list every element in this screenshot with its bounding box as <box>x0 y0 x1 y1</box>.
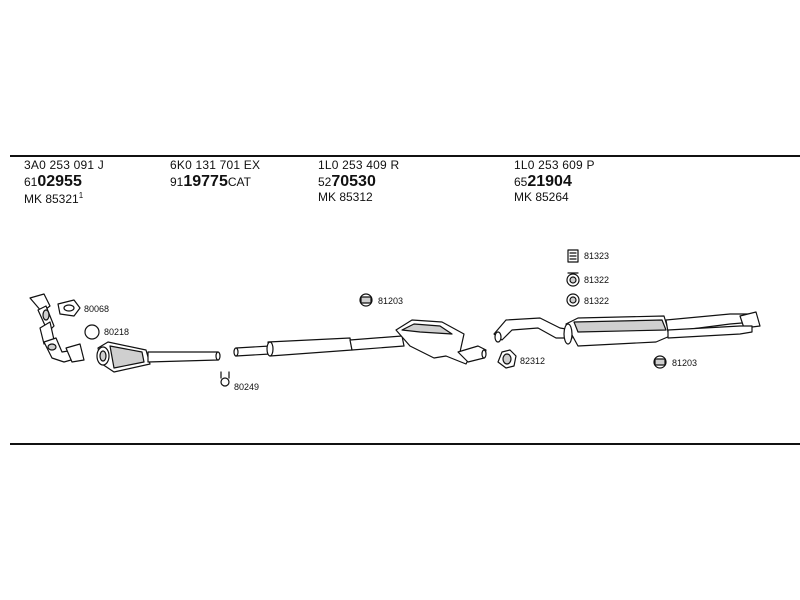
callout-81322-a: 81322 <box>584 275 610 285</box>
part-number: 9119775CAT <box>170 172 251 190</box>
middle-silencer-drawing <box>233 319 487 365</box>
callout-80249: 80249 <box>234 382 260 392</box>
rear-silencer-drawing <box>493 311 761 347</box>
kit-number: MK 85312 <box>318 190 373 205</box>
callout-82312: 82312 <box>520 356 546 366</box>
oem-number: 1L0 253 609 P <box>514 158 595 172</box>
hanger-81323-drawing <box>567 249 579 263</box>
part-number: 5270530 <box>318 172 376 190</box>
hanger-81203-a-drawing <box>359 293 373 307</box>
part-number: 6521904 <box>514 172 572 190</box>
callout-81203-b: 81203 <box>672 358 698 368</box>
callout-80218: 80218 <box>104 327 130 337</box>
hanger-81203-b-drawing <box>653 355 667 369</box>
callout-81203-a: 81203 <box>378 296 404 306</box>
top-rule <box>10 155 800 157</box>
hanger-81322-a-drawing <box>566 272 580 287</box>
kit-number: MK 853211 <box>24 191 84 207</box>
callout-81322-b: 81322 <box>584 296 610 306</box>
oem-number: 6K0 131 701 EX <box>170 158 261 172</box>
catalyst-drawing <box>96 341 221 373</box>
kit-number: MK 85264 <box>514 190 569 205</box>
ring-80218-drawing <box>84 324 100 340</box>
callout-80068: 80068 <box>84 304 110 314</box>
oem-number: 1L0 253 409 R <box>318 158 400 172</box>
oem-number: 3A0 253 091 J <box>24 158 104 172</box>
clamp-82312-drawing <box>497 349 517 369</box>
group-front-pipe: 3A0 253 091 J 6102955 MK 853211 <box>24 158 104 207</box>
front-pipe-drawing <box>29 293 85 363</box>
callout-81323: 81323 <box>584 251 610 261</box>
group-rear-silencer: 1L0 253 609 P 6521904 MK 85264 <box>514 158 595 205</box>
bottom-rule <box>10 443 800 445</box>
clamp-80249-drawing <box>220 371 230 387</box>
hanger-81322-b-drawing <box>566 293 580 307</box>
group-catalyst: 6K0 131 701 EX 9119775CAT <box>170 158 261 191</box>
group-middle-silencer: 1L0 253 409 R 5270530 MK 85312 <box>318 158 400 205</box>
part-number: 6102955 <box>24 172 82 190</box>
